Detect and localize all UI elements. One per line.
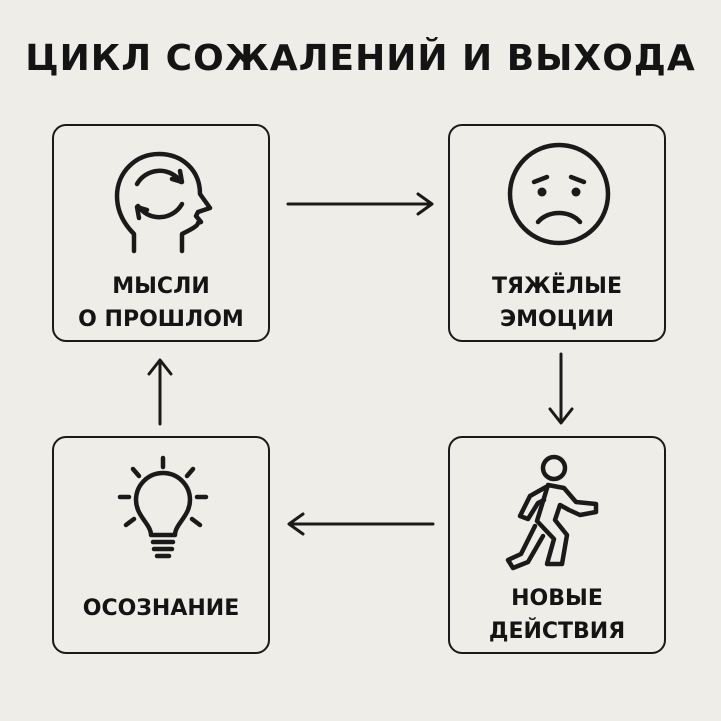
sad-face-icon [507, 142, 611, 246]
step-card-emotions: ТЯЖЁЛЫЕ ЭМОЦИИ [448, 124, 666, 342]
step-label-actions: НОВЫЕ ДЕЙСТВИЯ [488, 586, 626, 644]
step-card-awareness: ОСОЗНАНИЕ [52, 436, 270, 654]
walking-person-icon [505, 454, 599, 571]
arrow-up-icon [147, 358, 173, 426]
diagram-title: ЦИКЛ СОЖАЛЕНИЙ И ВЫХОДА [25, 38, 696, 79]
step-label-emotions: ТЯЖЁЛЫЕ ЭМОЦИИ [491, 274, 622, 332]
step-card-thoughts: МЫСЛИ О ПРОШЛОМ [52, 124, 270, 342]
step-label-thoughts: МЫСЛИ О ПРОШЛОМ [78, 274, 244, 332]
head-with-cycle-arrows-icon [114, 151, 213, 254]
arrow-right-icon [286, 192, 434, 216]
step-card-actions: НОВЫЕ ДЕЙСТВИЯ [448, 436, 666, 654]
arrow-down-icon [548, 352, 574, 425]
arrow-left-icon [287, 512, 435, 536]
step-label-awareness: ОСОЗНАНИЕ [82, 596, 240, 621]
lightbulb-icon [117, 455, 209, 559]
